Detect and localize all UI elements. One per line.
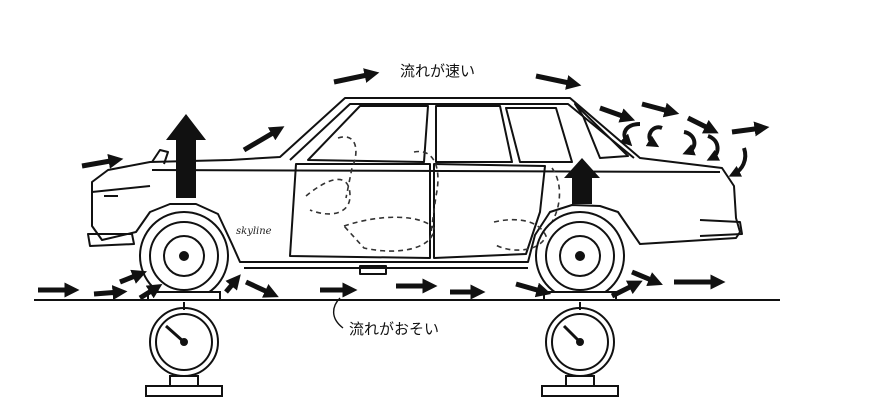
front-wheel-platform xyxy=(147,291,221,301)
pressure-gauge-icon xyxy=(145,302,223,397)
label-leader-line xyxy=(332,297,344,329)
flow-arrow-icon xyxy=(515,281,552,298)
front-wheel xyxy=(139,211,229,301)
flow-arrow-icon xyxy=(244,279,279,298)
car-body xyxy=(87,97,743,275)
flow-arrow-icon xyxy=(610,280,643,299)
flow-arrow-icon xyxy=(599,105,636,123)
lift-arrow-icon xyxy=(166,114,206,198)
flow-arrow-icon xyxy=(333,68,380,85)
rear-wheel-platform xyxy=(543,291,617,301)
flow-arrow-icon xyxy=(686,115,719,134)
flow-arrow-icon xyxy=(93,285,128,301)
rear-wheel xyxy=(535,211,625,301)
slow-flow-label: 流れがおそい xyxy=(349,320,440,338)
flow-arrows xyxy=(38,68,770,301)
flow-arrow-icon xyxy=(731,121,770,137)
flow-arrow-icon xyxy=(631,269,663,287)
flow-arrow-icon xyxy=(224,274,241,294)
flow-arrow-icon xyxy=(138,284,163,301)
flow-arrow-icon xyxy=(81,153,124,169)
vortex-arrow-icon xyxy=(619,122,748,177)
car-badge: skyline xyxy=(236,226,272,237)
flow-arrow-icon xyxy=(641,101,680,118)
flow-arrow-icon xyxy=(119,269,147,285)
interior-seats xyxy=(305,136,561,252)
flow-arrow-icon xyxy=(535,73,582,90)
pressure-gauge-icon xyxy=(541,302,619,397)
flow-arrow-icon xyxy=(242,126,285,153)
fast-flow-label: 流れが速い xyxy=(400,62,476,80)
lift-arrow-icon xyxy=(564,158,600,204)
